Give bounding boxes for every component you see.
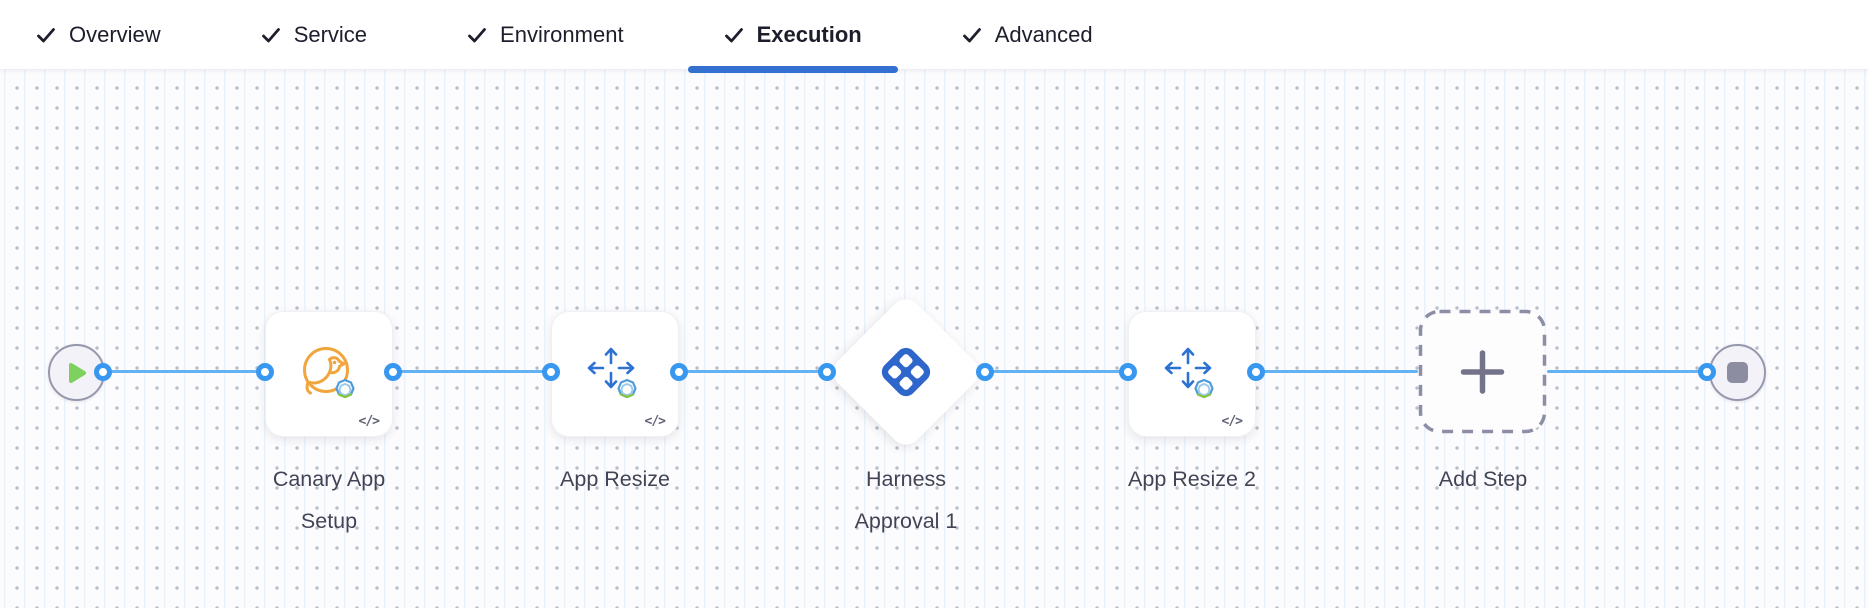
- step-label-app-resize-2: App Resize 2: [1128, 467, 1256, 491]
- step-card-app-resize[interactable]: </>: [551, 311, 679, 437]
- tab-advanced[interactable]: Advanced: [962, 0, 1093, 69]
- step-label-add-step: Add Step: [1438, 467, 1528, 491]
- play-icon: [68, 362, 86, 383]
- plus-icon: [1460, 350, 1505, 394]
- tab-environment[interactable]: Environment: [467, 0, 624, 69]
- port[interactable]: [94, 363, 112, 381]
- edge: [1256, 370, 1418, 373]
- port[interactable]: [976, 363, 994, 381]
- stage-config-tab-bar: Overview Service Environment Execution: [0, 0, 1868, 73]
- tab-execution-label: Execution: [756, 21, 862, 47]
- edge: [1547, 370, 1709, 373]
- port[interactable]: [818, 363, 836, 381]
- stop-icon: [1727, 362, 1748, 383]
- code-badge-icon[interactable]: </>: [358, 414, 381, 429]
- gear-icon: [617, 378, 637, 399]
- port[interactable]: [670, 363, 688, 381]
- port[interactable]: [1698, 363, 1716, 381]
- tab-advanced-label: Advanced: [994, 21, 1093, 47]
- step-label-app-resize: App Resize: [560, 467, 670, 491]
- port[interactable]: [1247, 363, 1265, 381]
- resize-arrows-icon: [1164, 347, 1214, 399]
- check-icon: [724, 27, 743, 42]
- step-card-app-resize-2[interactable]: </>: [1128, 311, 1256, 437]
- code-badge-icon[interactable]: </>: [644, 414, 667, 429]
- tab-overview[interactable]: Overview: [36, 0, 161, 69]
- gear-icon: [335, 378, 355, 399]
- tab-overview-label: Overview: [69, 21, 161, 47]
- tab-service-label: Service: [293, 21, 368, 47]
- step-card-canary-app-setup[interactable]: </>: [265, 311, 393, 437]
- resize-arrows-icon: [587, 347, 637, 399]
- port[interactable]: [384, 363, 402, 381]
- canary-icon: [303, 347, 355, 399]
- pipeline-end-node: [1709, 344, 1766, 401]
- tab-environment-label: Environment: [500, 21, 624, 47]
- check-icon: [261, 27, 280, 42]
- edge: [985, 370, 1128, 373]
- port[interactable]: [1119, 363, 1137, 381]
- check-icon: [962, 27, 981, 42]
- tab-service[interactable]: Service: [261, 0, 367, 69]
- check-icon: [37, 27, 55, 42]
- step-label-harness-approval: Harness Approval 1: [854, 467, 958, 533]
- tab-execution[interactable]: Execution: [687, 0, 898, 73]
- edge: [393, 370, 551, 373]
- harness-approval-icon: [881, 347, 931, 397]
- active-tab-underline: [687, 66, 898, 73]
- edge: [103, 370, 265, 373]
- code-badge-icon[interactable]: </>: [1221, 414, 1244, 429]
- edge: [679, 370, 827, 373]
- port[interactable]: [542, 363, 560, 381]
- step-label-canary-app-setup: Canary App Setup: [272, 467, 386, 533]
- port[interactable]: [256, 363, 274, 381]
- add-step-button[interactable]: [1418, 309, 1547, 434]
- gear-icon: [1194, 378, 1214, 399]
- check-icon: [468, 27, 486, 42]
